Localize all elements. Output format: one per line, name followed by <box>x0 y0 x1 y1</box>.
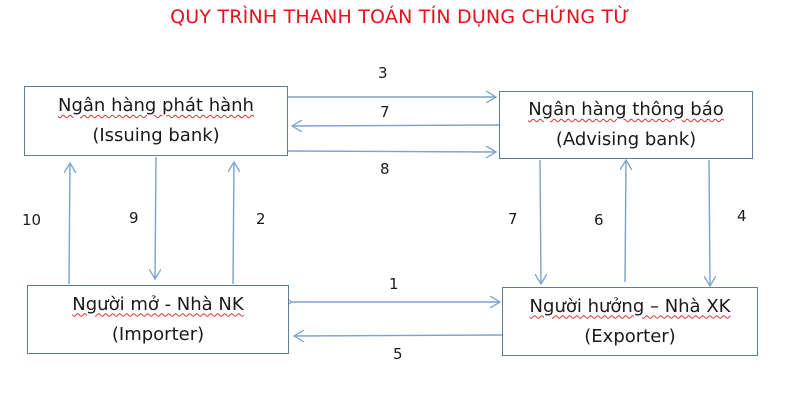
step-label-9: 9 <box>129 209 139 227</box>
arrow-8 <box>287 151 496 152</box>
exporter-en: (Exporter) <box>584 325 676 347</box>
step-label-10: 10 <box>22 211 42 229</box>
arrow-10 <box>69 163 70 285</box>
issuing-bank-en: (Issuing bank) <box>92 125 220 146</box>
advising-bank-vi: Ngân hàng thông báo <box>528 99 724 120</box>
step-label-3: 3 <box>378 64 388 82</box>
step-label-2: 2 <box>256 210 266 228</box>
step-label-7-right: 7 <box>508 210 518 228</box>
node-advising-bank: Ngân hàng thông báo (Advising bank) <box>499 91 753 159</box>
step-label-5: 5 <box>393 345 403 363</box>
importer-vi: Người mở - Nhà NK <box>72 293 244 315</box>
arrow-5 <box>294 335 503 336</box>
step-label-1: 1 <box>389 275 399 293</box>
arrow-9 <box>155 156 156 279</box>
step-label-8: 8 <box>380 160 390 178</box>
node-importer: Người mở - Nhà NK (Importer) <box>27 285 289 354</box>
diagram-title: QUY TRÌNH THANH TOÁN TÍN DỤNG CHỨNG TỪ <box>170 6 630 28</box>
exporter-vi: Người hưởng – Nhà XK <box>529 295 731 317</box>
step-label-6: 6 <box>594 211 604 229</box>
node-exporter: Người hưởng – Nhà XK (Exporter) <box>502 287 758 356</box>
arrow-7-right <box>540 159 541 284</box>
advising-bank-en: (Advising bank) <box>555 129 697 150</box>
arrow-2 <box>233 162 234 285</box>
step-label-7-top: 7 <box>380 103 390 121</box>
arrow-4 <box>709 159 710 286</box>
issuing-bank-vi: Ngân hàng phát hành <box>58 95 254 116</box>
step-label-4: 4 <box>737 207 747 225</box>
arrow-6 <box>625 160 626 283</box>
arrow-7-top <box>292 125 500 126</box>
importer-en: (Importer) <box>111 323 205 345</box>
node-issuing-bank: Ngân hàng phát hành (Issuing bank) <box>24 86 288 156</box>
